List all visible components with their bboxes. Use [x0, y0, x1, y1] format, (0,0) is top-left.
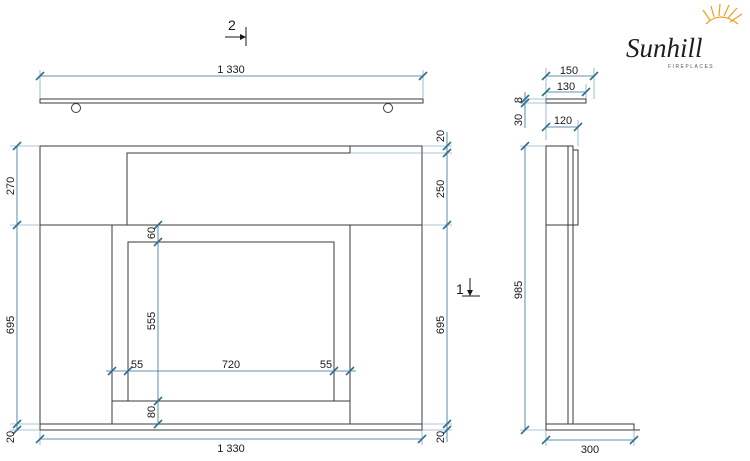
dim-opening-width: 720 — [222, 359, 240, 371]
dim-shelf-width: 1 330 — [217, 64, 245, 76]
logo-wordmark: Sunhill — [626, 33, 703, 63]
side-body — [545, 145, 574, 425]
section-label-1: 1 — [456, 281, 464, 297]
sun-rays-icon — [702, 3, 743, 25]
section-marker-1: 1 — [456, 278, 480, 297]
dim-leg-height-right: 695 — [435, 316, 447, 334]
dim-shelf-inner: 130 — [557, 81, 575, 93]
dim-opening-top: 60 — [146, 227, 158, 239]
dim-total-height: 985 — [513, 281, 525, 299]
frieze-panel — [39, 145, 423, 226]
section-label-2: 2 — [228, 17, 236, 33]
legs-outline — [39, 224, 423, 425]
side-frieze-profile — [573, 149, 579, 226]
dim-gap-30: 30 — [513, 114, 525, 126]
dim-leg-height-left: 695 — [5, 316, 17, 334]
dim-opening-bottom: 80 — [146, 406, 158, 418]
dim-shelf-thickness: 8 — [513, 97, 525, 103]
shelf-outline — [39, 98, 424, 104]
dim-base-depth: 300 — [581, 444, 599, 456]
dim-top-step-right: 20 — [435, 130, 447, 142]
side-base — [545, 423, 635, 431]
logo-subtitle: FIREPLACES — [668, 64, 714, 70]
shelf-plan-view: 1 330 — [35, 64, 428, 113]
front-elevation: 270 695 20 20 250 695 20 60 555 80 55 — [5, 130, 452, 455]
sunhill-logo: Sunhill FIREPLACES — [626, 3, 743, 70]
dim-shelf-depth: 150 — [560, 65, 578, 77]
frieze-inset — [126, 146, 351, 225]
section-marker-2: 2 — [225, 17, 247, 46]
dim-opening-height: 555 — [146, 312, 158, 330]
side-shelf — [545, 98, 587, 104]
hearth-base — [39, 423, 423, 431]
side-elevation: 150 130 120 8 30 985 300 — [513, 65, 640, 456]
firebox-opening — [127, 241, 335, 402]
dim-base-height-right: 20 — [435, 431, 447, 443]
dim-side-left: 55 — [131, 359, 143, 371]
shelf-bracket-left — [71, 103, 81, 113]
dim-side-right: 55 — [320, 359, 332, 371]
dim-frieze-height-left: 270 — [5, 177, 17, 195]
dim-body-depth: 120 — [554, 115, 572, 127]
dim-base-height-left: 20 — [5, 431, 17, 443]
shelf-bracket-right — [383, 103, 393, 113]
dim-base-width: 1 330 — [217, 443, 245, 455]
dim-frieze-height-right: 250 — [435, 180, 447, 198]
